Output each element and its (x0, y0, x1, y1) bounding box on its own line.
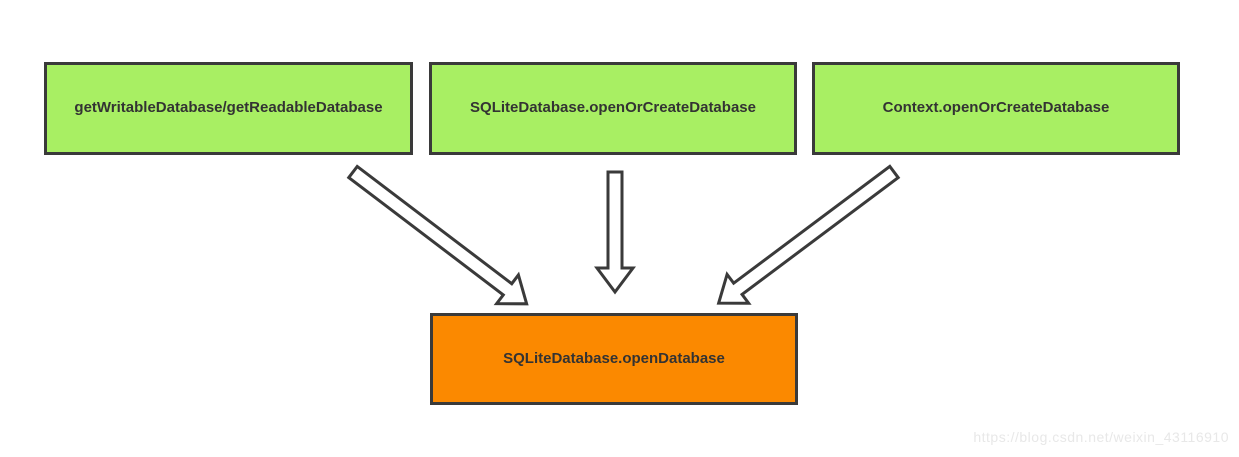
arrow-right-connector-icon (716, 164, 901, 305)
node-getwritabledatabase: getWritableDatabase/getReadableDatabase (44, 62, 413, 155)
arrow-left-connector-icon (346, 164, 529, 306)
node-context-openorcreatedatabase-label: Context.openOrCreateDatabase (882, 99, 1110, 117)
node-context-openorcreatedatabase: Context.openOrCreateDatabase (812, 62, 1180, 155)
node-sqlitedatabase-opendatabase: SQLiteDatabase.openDatabase (430, 313, 798, 405)
node-sqlitedatabase-openorcreatedatabase: SQLiteDatabase.openOrCreateDatabase (429, 62, 797, 155)
node-sqlitedatabase-opendatabase-label: SQLiteDatabase.openDatabase (503, 349, 725, 367)
arrow-middle-connector-icon (594, 170, 636, 295)
node-sqlitedatabase-openorcreatedatabase-label: SQLiteDatabase.openOrCreateDatabase (470, 99, 756, 117)
csdn-watermark: https://blog.csdn.net/weixin_43116910 (973, 429, 1229, 445)
node-getwritabledatabase-label: getWritableDatabase/getReadableDatabase (74, 99, 383, 117)
